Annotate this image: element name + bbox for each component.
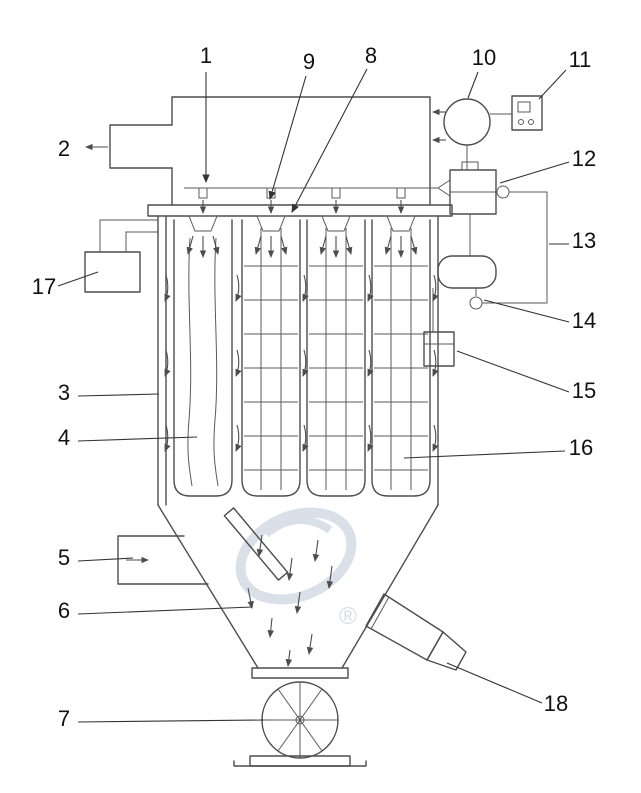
callout-9: 9 (303, 49, 315, 74)
leader-line-5 (77, 557, 134, 562)
callout-6: 6 (58, 598, 70, 623)
drain-valve (469, 296, 483, 310)
callout-8: 8 (365, 43, 377, 68)
callout-17: 17 (32, 274, 56, 299)
leader-lines (57, 68, 570, 723)
leader-line-16 (403, 450, 566, 459)
discharge-device (365, 593, 467, 671)
pulse-controller (490, 95, 543, 131)
leader-line-18 (446, 662, 543, 704)
callout-4: 4 (58, 425, 70, 450)
leader-line-17 (57, 271, 99, 287)
leader-line-3 (77, 393, 160, 397)
callout-15: 15 (572, 378, 596, 403)
body-walls (157, 215, 439, 506)
control-box (84, 219, 158, 293)
housing (109, 96, 453, 669)
leader-line-11 (538, 69, 567, 100)
leader-line-14 (483, 299, 570, 323)
filter-bag-3 (306, 219, 366, 497)
callout-2: 2 (58, 136, 70, 161)
gauge-box (423, 331, 455, 367)
filter-bag-4 (371, 219, 431, 497)
callout-7: 7 (58, 706, 70, 731)
callout-5: 5 (58, 545, 70, 570)
filter-bags (173, 219, 431, 497)
leader-line-15 (456, 350, 570, 393)
leader-line-9 (268, 75, 307, 201)
leader-line-4 (77, 436, 198, 442)
leader-line-12 (499, 161, 570, 184)
filter-bag-2 (241, 219, 301, 497)
venturi-2 (256, 215, 286, 232)
callout-1: 1 (200, 43, 212, 68)
pulse-valve (437, 161, 510, 256)
callouts: 1 2 3 4 5 6 7 8 9 10 11 12 13 14 15 16 1… (32, 43, 596, 731)
callout-13: 13 (572, 228, 596, 253)
hopper (157, 504, 439, 669)
leader-line-10 (467, 71, 479, 99)
dirty-gas-inlet-duct (117, 507, 289, 585)
leader-line-7 (77, 719, 266, 723)
venturi-3 (321, 215, 351, 232)
venturi-1 (188, 215, 218, 232)
inlet-baffle (223, 507, 289, 581)
watermark: ® (235, 507, 357, 630)
leader-line-6 (77, 606, 253, 615)
compressed-air-tank (432, 98, 491, 170)
venturi-4 (386, 215, 416, 232)
callout-11: 11 (569, 47, 592, 72)
callout-16: 16 (569, 435, 593, 460)
leader-line-8 (291, 68, 368, 213)
callout-14: 14 (572, 308, 596, 333)
callout-18: 18 (544, 691, 568, 716)
filter-bag-1 (173, 219, 233, 497)
flow-arrows (85, 143, 439, 667)
callout-10: 10 (472, 45, 496, 70)
clean-gas-outlet-duct (109, 124, 173, 169)
registered-mark: ® (339, 603, 357, 630)
rotary-valve (233, 667, 367, 767)
tube-sheet-flange (147, 204, 453, 217)
callout-12: 12 (572, 146, 596, 171)
air-pipe (482, 191, 548, 304)
callout-3: 3 (58, 380, 70, 405)
